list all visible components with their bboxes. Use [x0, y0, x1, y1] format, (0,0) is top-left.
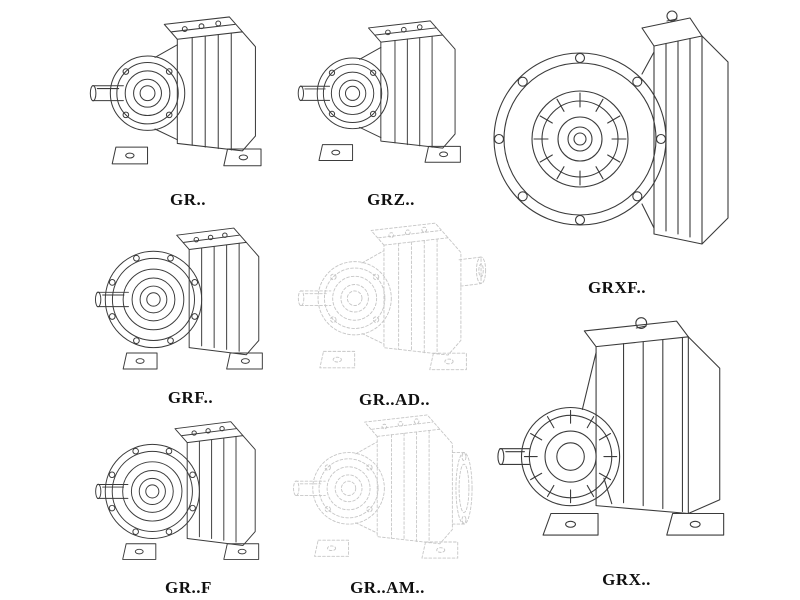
- product-label-gr-ad: GR..AD..: [358, 390, 431, 409]
- product-grxf: GRXF..: [492, 2, 742, 298]
- product-gr: GR..: [88, 4, 288, 210]
- gearbox-drawing-grxf: [493, 10, 729, 245]
- product-label-gr-f: GR..F: [165, 578, 212, 597]
- gearbox-drawing-grx: [497, 317, 725, 536]
- product-label-grxf: GRXF..: [587, 278, 647, 297]
- gearbox-drawing-gr: [89, 16, 262, 167]
- gearbox-drawing-gr-am: [290, 406, 485, 576]
- product-label-gr-am: GR..AM..: [350, 578, 425, 597]
- product-label-gr: GR..: [170, 190, 206, 209]
- product-grz: GRZ..: [296, 4, 486, 210]
- product-gr-f: GR..F: [86, 406, 291, 598]
- product-gr-am: GR..AM..: [290, 406, 485, 598]
- product-label-grf: GRF..: [167, 388, 214, 407]
- product-label-grz: GRZ..: [367, 190, 415, 209]
- gearbox-drawing-grf: [94, 227, 263, 370]
- product-label-grx: GRX..: [602, 570, 651, 589]
- product-grf: GRF..: [88, 212, 293, 408]
- gearbox-drawing-grz: [297, 20, 461, 163]
- product-grx: GRX..: [494, 300, 759, 590]
- product-gr-ad: GR..AD..: [292, 214, 497, 410]
- gearbox-drawing-gr-ad: [292, 214, 497, 388]
- gearbox-drawing-gr-f: [95, 421, 260, 560]
